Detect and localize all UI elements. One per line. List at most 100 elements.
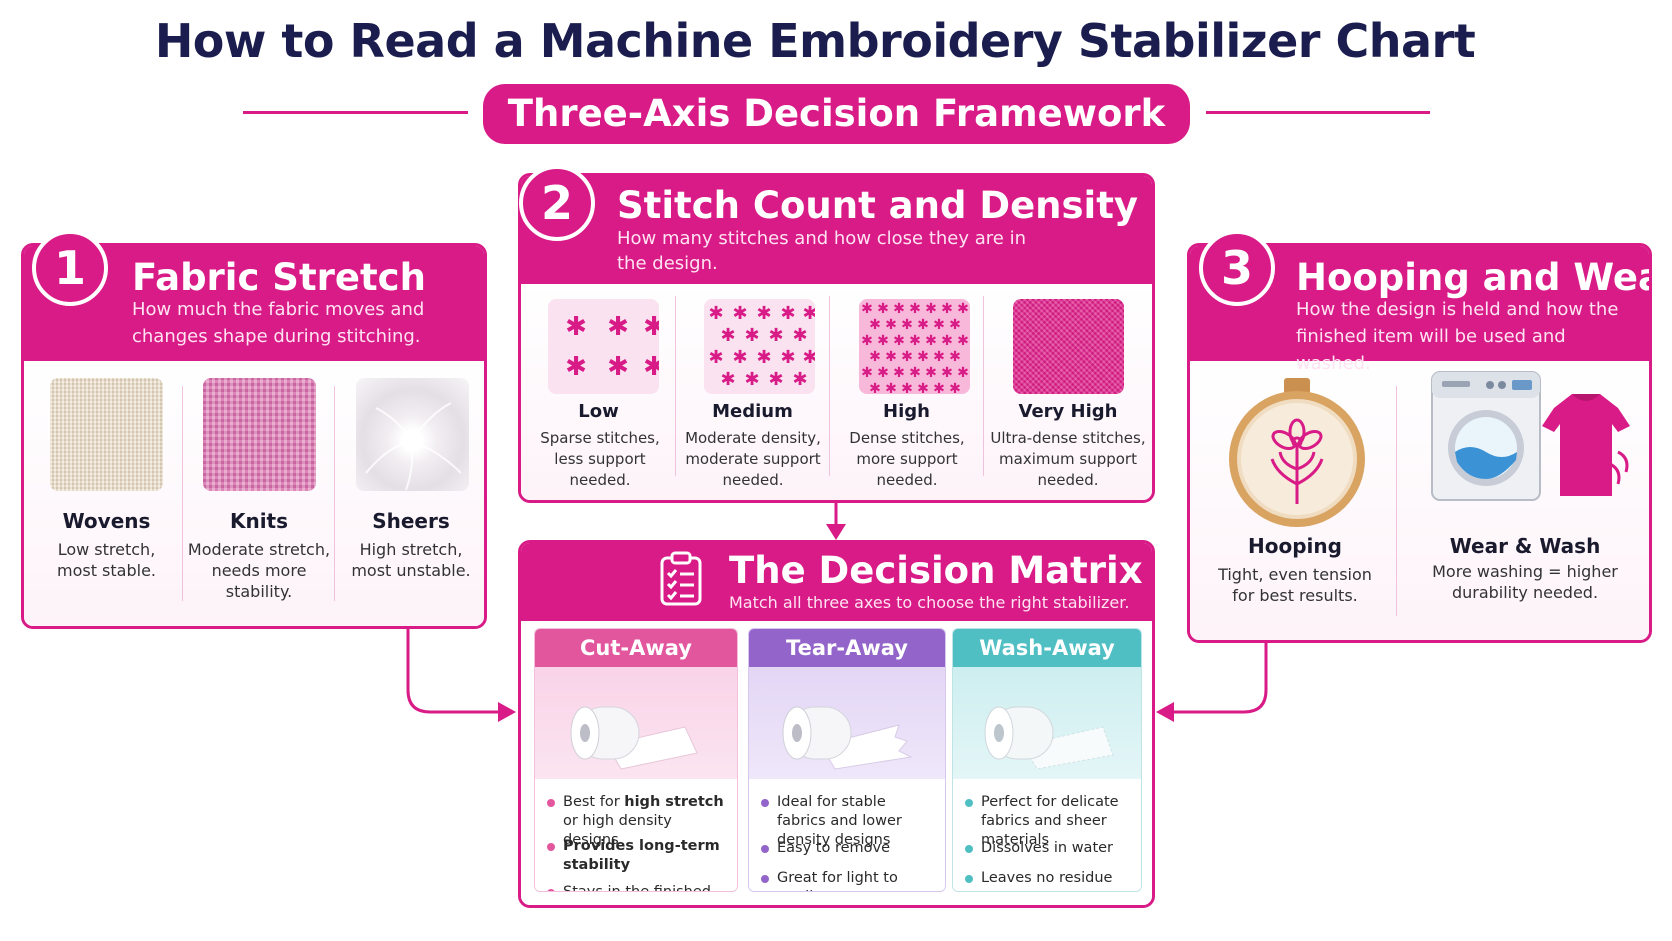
- svg-text:✱: ✱: [708, 347, 723, 368]
- item-description: Moderate stretch, needs more stability.: [187, 540, 331, 601]
- item-label: Hooping: [1248, 534, 1342, 558]
- title-divider-right: [1206, 111, 1430, 114]
- stabilizer-column-cut-away: Cut-Away Best for high stretch or high d…: [534, 628, 738, 892]
- washing-machine-icon: [1431, 371, 1630, 501]
- stabilizer-feature: Perfect for delicate fabrics and sheer m…: [965, 793, 1135, 850]
- title-divider-left: [243, 111, 468, 114]
- svg-text:✱: ✱: [877, 301, 889, 317]
- panel-stitch-density: Stitch Count and Density How many stitch…: [518, 173, 1155, 503]
- stabilizer-feature: Stays in the finished item: [547, 883, 731, 891]
- panel-title: Fabric Stretch: [132, 256, 426, 299]
- panel-description: How much the fabric moves and changes sh…: [132, 299, 425, 347]
- svg-text:✱: ✱: [917, 317, 929, 333]
- svg-text:✱: ✱: [768, 369, 783, 390]
- item-label: Knits: [229, 509, 289, 533]
- svg-text:✱: ✱: [877, 333, 889, 349]
- svg-text:✱: ✱: [909, 365, 921, 381]
- high-density-swatch: ✱✱✱✱✱✱✱ ✱✱✱✱✱✱ ✱✱✱✱✱✱✱ ✱✱✱✱✱✱ ✱✱✱✱✱✱✱ ✱✱…: [859, 299, 970, 394]
- item-label: Sheers: [372, 509, 450, 533]
- panel-description: How the design is held and how the finis…: [1296, 299, 1619, 374]
- svg-text:✱: ✱: [732, 303, 747, 324]
- item-description: Low stretch, most stable.: [56, 540, 156, 580]
- svg-text:✱: ✱: [957, 365, 969, 381]
- item-label: Wovens: [62, 509, 151, 533]
- stabilizer-roll-image: [535, 667, 737, 779]
- stabilizer-feature: Ideal for stable fabrics and lower densi…: [761, 793, 939, 850]
- svg-text:✱: ✱: [861, 365, 873, 381]
- svg-text:✱: ✱: [917, 349, 929, 365]
- svg-text:✱: ✱: [792, 369, 807, 390]
- svg-text:✱: ✱: [607, 312, 629, 342]
- svg-text:✱: ✱: [941, 301, 953, 317]
- woven-fabric-swatch: [50, 378, 163, 491]
- item-label: Very High: [1018, 401, 1118, 422]
- column-header: Tear-Away: [749, 629, 945, 667]
- svg-text:✱: ✱: [792, 325, 807, 346]
- stabilizer-roll-image: [749, 667, 945, 779]
- svg-text:✱: ✱: [925, 365, 937, 381]
- panel-hooping-wear: Hooping and Wear How the design is held …: [1187, 243, 1652, 643]
- knit-fabric-swatch: [203, 378, 316, 491]
- svg-text:✱: ✱: [643, 352, 659, 382]
- panel-title: The Decision Matrix: [729, 549, 1143, 592]
- stabilizer-column-tear-away: Tear-Away Ideal for stable fabrics and l…: [748, 628, 946, 892]
- svg-text:✱: ✱: [861, 301, 873, 317]
- svg-text:✱: ✱: [901, 349, 913, 365]
- item-description: Sparse stitches, less support needed.: [540, 429, 660, 489]
- svg-text:✱: ✱: [893, 301, 905, 317]
- stabilizer-feature: Leaves no residue: [965, 869, 1135, 888]
- panel-title: Stitch Count and Density: [617, 184, 1139, 227]
- very-high-density-swatch: [1013, 299, 1124, 394]
- svg-text:✱: ✱: [802, 347, 815, 368]
- item-description: Moderate density, moderate support neede…: [685, 429, 821, 489]
- stabilizer-column-wash-away: Wash-Away Perfect for delicate fabrics a…: [952, 628, 1142, 892]
- panel-title: Hooping and Wear: [1296, 256, 1652, 299]
- svg-text:✱: ✱: [949, 349, 961, 365]
- item-description: More washing = higher durability needed.: [1432, 562, 1618, 602]
- svg-text:✱: ✱: [607, 352, 629, 382]
- svg-text:✱: ✱: [780, 347, 795, 368]
- panel-description: Match all three axes to choose the right…: [729, 593, 1130, 612]
- item-description: Ultra-dense stitches, maximum support ne…: [990, 429, 1146, 489]
- stabilizer-feature: Easy to remove: [761, 839, 939, 858]
- panel-fabric-stretch: Fabric Stretch How much the fabric moves…: [21, 243, 487, 629]
- svg-text:✱: ✱: [780, 303, 795, 324]
- svg-text:✱: ✱: [917, 381, 929, 394]
- subtitle-banner: Three-Axis Decision Framework: [483, 84, 1190, 144]
- svg-text:✱: ✱: [949, 381, 961, 394]
- svg-text:✱: ✱: [941, 333, 953, 349]
- stabilizer-feature: Dissolves in water: [965, 839, 1135, 858]
- svg-text:✱: ✱: [957, 301, 969, 317]
- svg-text:✱: ✱: [885, 317, 897, 333]
- svg-text:✱: ✱: [744, 325, 759, 346]
- svg-text:✱: ✱: [933, 349, 945, 365]
- arrow-panel1-to-matrix: [406, 628, 500, 714]
- svg-text:✱: ✱: [909, 301, 921, 317]
- svg-text:✱: ✱: [941, 365, 953, 381]
- svg-text:✱: ✱: [909, 333, 921, 349]
- step-number-badge: 2: [519, 165, 595, 241]
- svg-text:✱: ✱: [643, 312, 659, 342]
- stabilizer-roll-image: [953, 667, 1141, 779]
- step-number-badge: 3: [1199, 230, 1275, 306]
- medium-density-swatch: ✱✱✱✱✱ ✱✱✱✱ ✱✱✱✱✱ ✱✱✱✱: [704, 299, 815, 394]
- svg-text:✱: ✱: [877, 365, 889, 381]
- svg-text:✱: ✱: [885, 381, 897, 394]
- svg-text:✱: ✱: [708, 303, 723, 324]
- svg-text:✱: ✱: [925, 301, 937, 317]
- stabilizer-feature: Best for high stretch or high density de…: [547, 793, 731, 850]
- svg-text:✱: ✱: [861, 333, 873, 349]
- stabilizer-feature: Provides long-term stability: [547, 837, 731, 875]
- svg-text:✱: ✱: [802, 303, 815, 324]
- embroidery-hoop-icon: [1229, 378, 1365, 527]
- item-label: High: [883, 401, 930, 422]
- item-label: Low: [578, 401, 619, 422]
- low-density-swatch: ✱✱✱ ✱✱✱: [548, 299, 659, 394]
- svg-text:✱: ✱: [893, 365, 905, 381]
- item-description: Dense stitches, more support needed.: [849, 429, 965, 489]
- svg-text:✱: ✱: [720, 369, 735, 390]
- svg-text:✱: ✱: [756, 303, 771, 324]
- svg-text:✱: ✱: [756, 347, 771, 368]
- item-label: Medium: [712, 401, 793, 422]
